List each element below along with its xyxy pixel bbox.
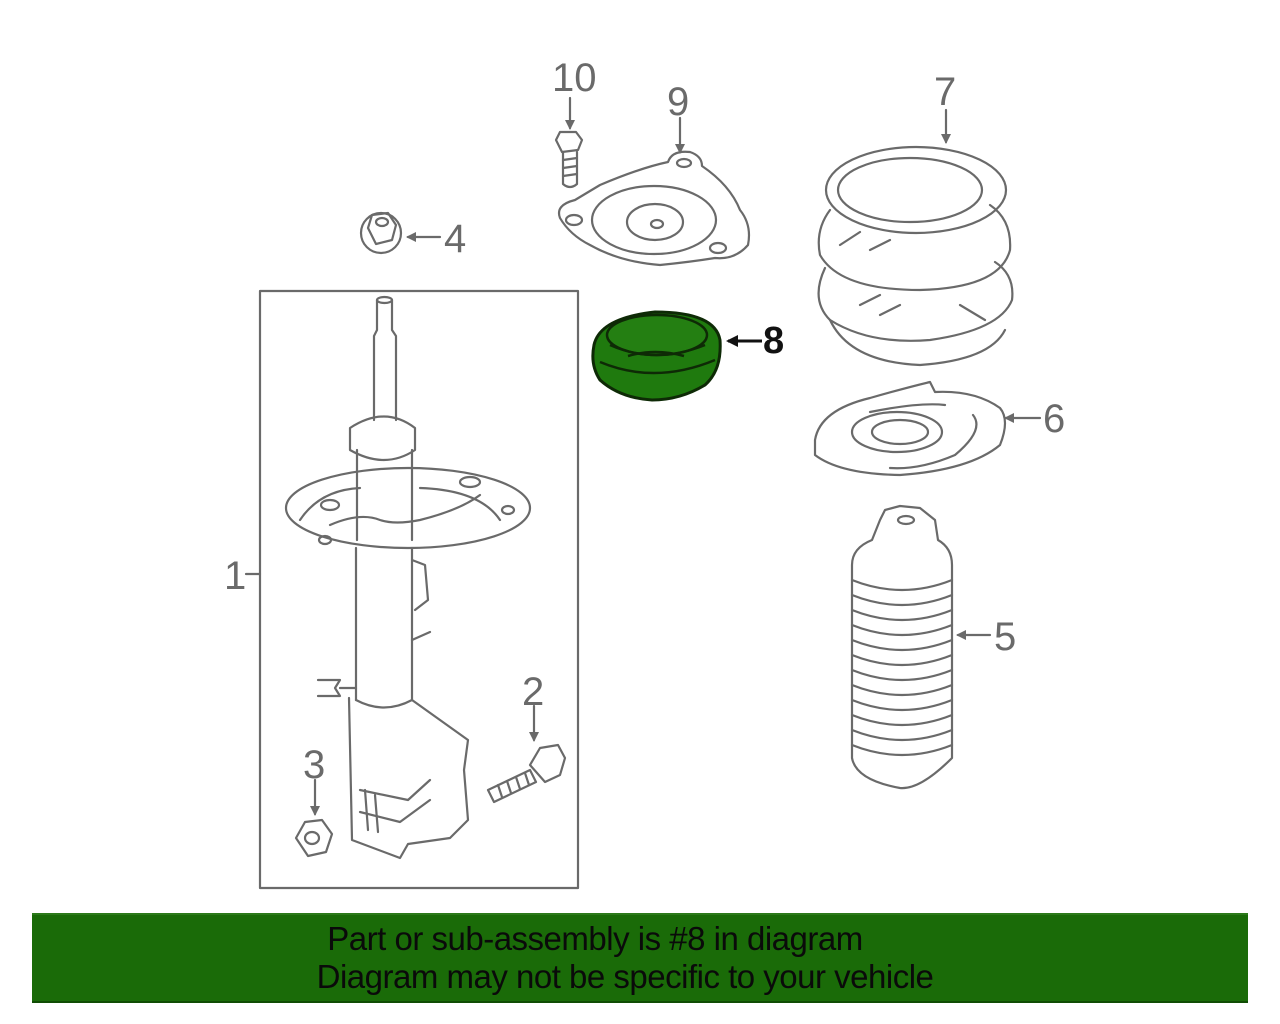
bolt-part-10 bbox=[554, 96, 584, 189]
nut-part-3 bbox=[294, 778, 334, 858]
spring-insulator-part-6 bbox=[813, 380, 1042, 477]
dust-boot-part-5 bbox=[850, 504, 992, 790]
callout-2: 2 bbox=[522, 670, 545, 714]
callout-10: 10 bbox=[552, 56, 597, 100]
callout-4: 4 bbox=[444, 217, 467, 261]
callout-1: 1 bbox=[224, 554, 247, 598]
spring-seat-bearing-part-8-highlighted[interactable] bbox=[591, 310, 762, 402]
strut-assembly-part-1 bbox=[244, 289, 580, 890]
callout-6: 6 bbox=[1043, 397, 1066, 441]
bolt-part-2 bbox=[486, 704, 567, 804]
callout-3: 3 bbox=[303, 743, 326, 787]
callout-8[interactable]: 8 bbox=[763, 320, 785, 362]
coil-spring-part-7 bbox=[817, 108, 1014, 367]
callout-7: 7 bbox=[934, 70, 957, 114]
nut-part-4 bbox=[359, 211, 442, 255]
strut-mount-part-9 bbox=[557, 116, 751, 267]
banner-disclaimer-text: Diagram may not be specific to your vehi… bbox=[316, 958, 934, 995]
callout-9: 9 bbox=[667, 80, 690, 124]
banner-part-number-text: Part or sub-assembly is #8 in diagram bbox=[327, 920, 863, 957]
callout-5: 5 bbox=[994, 615, 1017, 659]
part-info-banner: Part or sub-assembly is #8 in diagram Di… bbox=[32, 913, 1248, 1003]
